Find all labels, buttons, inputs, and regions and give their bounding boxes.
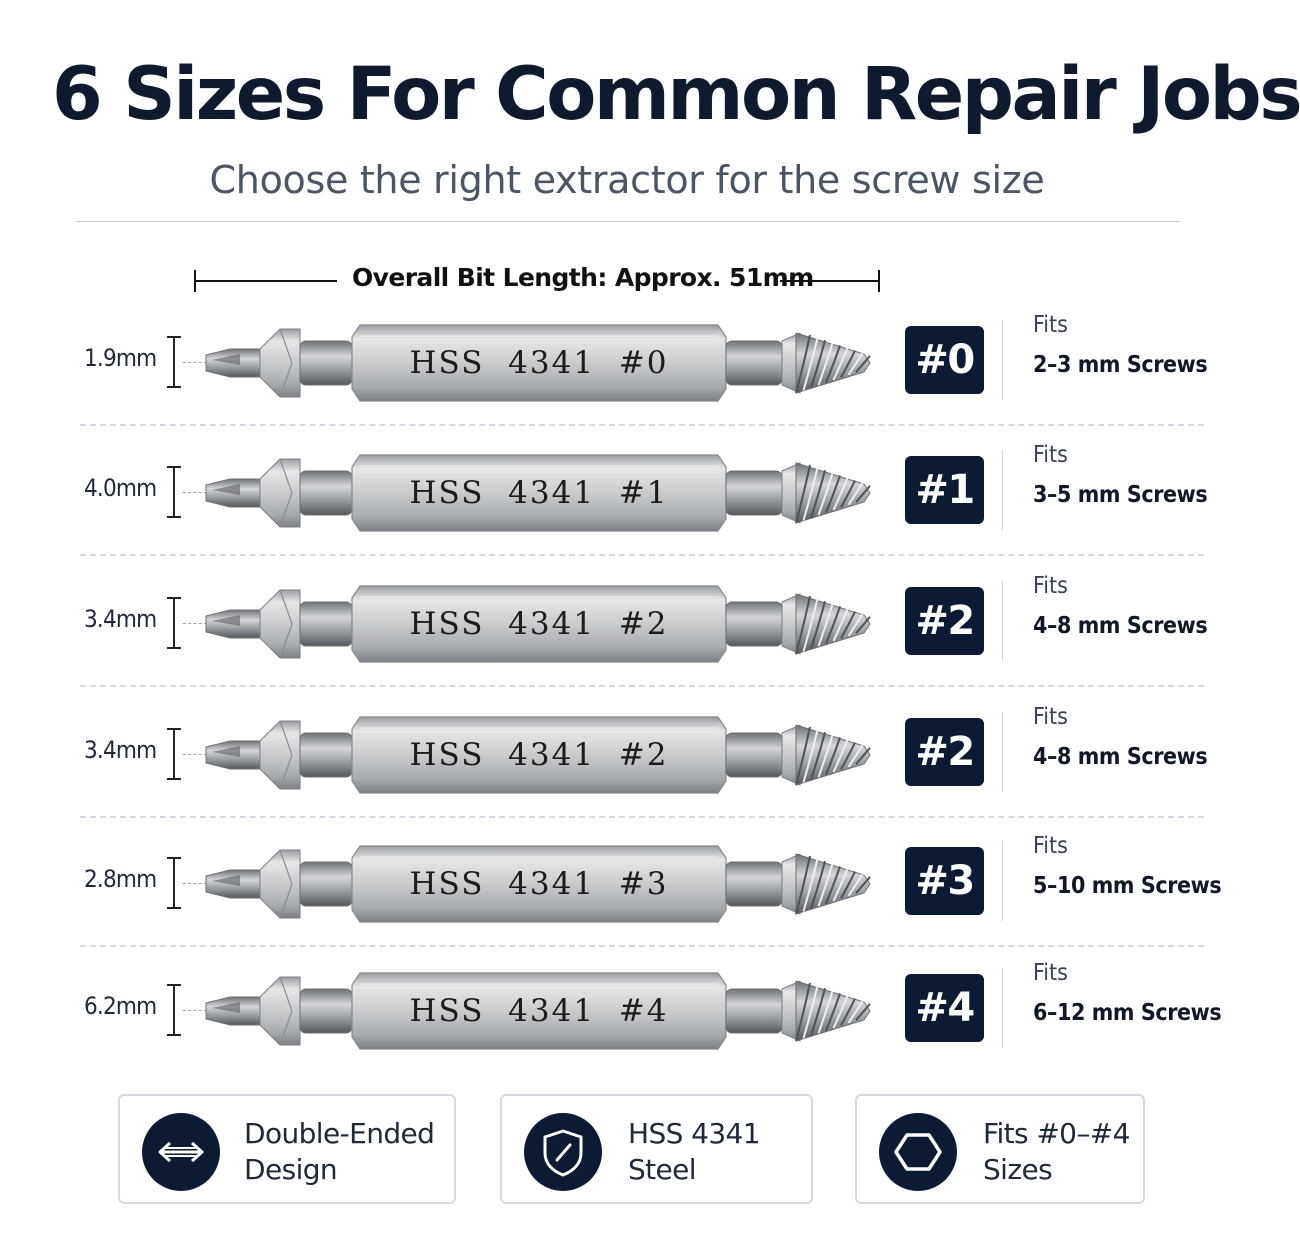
feature-line2: Steel — [628, 1153, 697, 1186]
fits-screw-range: 4–8 mm Screws — [1033, 744, 1208, 770]
fits-screw-range: 5–10 mm Screws — [1033, 873, 1222, 899]
product-infographic: 6 Sizes For Common Repair Jobs Choose th… — [0, 52, 1300, 1204]
dimension-bracket — [167, 984, 181, 1036]
header-divider — [75, 221, 1181, 222]
bit-row: 4.0mm HSS 4341 #1 #1 Fits 3–5 mm Screws — [0, 442, 1254, 590]
tip-diameter: 3.4mm — [84, 736, 157, 764]
bit-engraving: HSS 4341 #3 — [409, 866, 669, 902]
fits-label: Fits — [1033, 312, 1068, 338]
extractor-bit: HSS 4341 #0 — [200, 324, 880, 402]
shield-icon — [524, 1113, 602, 1191]
dimension-line-left — [194, 280, 337, 282]
overall-length-dimension: Overall Bit Length: Approx. 51mm — [194, 263, 880, 297]
bit-engraving: HSS 4341 #2 — [409, 606, 669, 642]
feature-double-ended: Double-Ended Design — [118, 1094, 456, 1204]
extractor-bit: HSS 4341 #2 — [200, 716, 880, 794]
bit-row: 3.4mm HSS 4341 #2 #2 Fits 4–8 mm Screws — [0, 704, 1254, 852]
tip-diameter: 2.8mm — [84, 865, 157, 893]
dimension-leader — [183, 1010, 207, 1011]
bit-row: 6.2mm HSS 4341 #4 #4 Fits 6–12 mm Screws — [0, 960, 1254, 1108]
extractor-bit: HSS 4341 #2 — [200, 585, 880, 663]
column-divider — [1002, 581, 1003, 661]
fits-label: Fits — [1033, 960, 1068, 986]
feature-sizes: Fits #0–#4 Sizes — [855, 1094, 1145, 1204]
fits-label: Fits — [1033, 573, 1068, 599]
size-badge: #2 — [905, 718, 984, 786]
tip-diameter: 1.9mm — [84, 344, 157, 372]
dimension-leader — [183, 492, 207, 493]
bit-engraving: HSS 4341 #2 — [409, 737, 669, 773]
bit-row: 3.4mm HSS 4341 #2 #2 Fits 4–8 mm Screws — [0, 573, 1254, 721]
size-badge: #0 — [905, 326, 984, 394]
column-divider — [1002, 320, 1003, 400]
feature-line2: Sizes — [983, 1153, 1053, 1186]
bit-row: 2.8mm HSS 4341 #3 #3 Fits 5–10 mm Screws — [0, 833, 1254, 981]
dimension-leader — [183, 883, 207, 884]
fits-screw-range: 2–3 mm Screws — [1033, 352, 1208, 378]
dimension-leader — [183, 362, 207, 363]
dimension-leader — [183, 754, 207, 755]
overall-length-label: Overall Bit Length: Approx. 51mm — [352, 263, 814, 292]
bit-row: 1.9mm HSS 4341 #0 #0 Fits 2–3 mm Screws — [0, 312, 1254, 460]
hexagon-icon — [879, 1113, 957, 1191]
tip-diameter: 6.2mm — [84, 992, 157, 1020]
row-divider — [80, 685, 1204, 687]
tip-diameter: 3.4mm — [84, 605, 157, 633]
fits-label: Fits — [1033, 704, 1068, 730]
column-divider — [1002, 841, 1003, 921]
dimension-bracket — [167, 857, 181, 909]
fits-screw-range: 4–8 mm Screws — [1033, 613, 1208, 639]
fits-label: Fits — [1033, 833, 1068, 859]
fits-screw-range: 3–5 mm Screws — [1033, 482, 1208, 508]
row-divider — [80, 424, 1204, 426]
feature-line2: Design — [244, 1153, 338, 1186]
column-divider — [1002, 968, 1003, 1048]
bit-engraving: HSS 4341 #1 — [409, 475, 669, 511]
row-divider — [80, 554, 1204, 556]
column-divider — [1002, 712, 1003, 792]
dimension-cap-right — [878, 270, 880, 292]
size-badge: #3 — [905, 847, 984, 915]
bit-engraving: HSS 4341 #4 — [409, 993, 669, 1029]
dimension-bracket — [167, 597, 181, 649]
bit-engraving: HSS 4341 #0 — [409, 345, 669, 381]
size-badge: #1 — [905, 456, 984, 524]
extractor-bit: HSS 4341 #1 — [200, 454, 880, 532]
dimension-line-right — [780, 280, 880, 282]
row-divider — [80, 945, 1204, 947]
double-arrow-icon — [142, 1113, 220, 1191]
page-subtitle: Choose the right extractor for the screw… — [209, 158, 1045, 202]
dimension-bracket — [167, 336, 181, 388]
extractor-bit: HSS 4341 #4 — [200, 972, 880, 1050]
size-badge: #2 — [905, 587, 984, 655]
dimension-leader — [183, 623, 207, 624]
page-title: 6 Sizes For Common Repair Jobs — [52, 52, 1300, 137]
dimension-bracket — [167, 728, 181, 780]
tip-diameter: 4.0mm — [84, 474, 157, 502]
size-badge: #4 — [905, 974, 984, 1042]
row-divider — [80, 816, 1204, 818]
column-divider — [1002, 450, 1003, 530]
feature-line1: Double-Ended — [244, 1117, 435, 1150]
fits-screw-range: 6–12 mm Screws — [1033, 1000, 1222, 1026]
extractor-bit: HSS 4341 #3 — [200, 845, 880, 923]
feature-line1: HSS 4341 — [628, 1117, 761, 1150]
dimension-bracket — [167, 466, 181, 518]
fits-label: Fits — [1033, 442, 1068, 468]
feature-line1: Fits #0–#4 — [983, 1117, 1130, 1150]
feature-steel: HSS 4341 Steel — [500, 1094, 813, 1204]
